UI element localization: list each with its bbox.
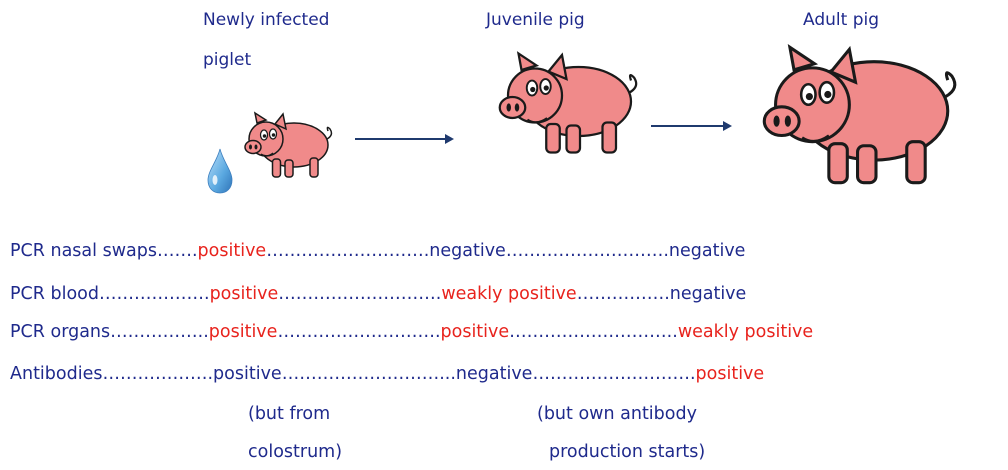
leader-dots: ……………. — [577, 284, 670, 304]
piglet-image — [235, 110, 335, 180]
result-adult: negative — [669, 241, 746, 261]
leader-dots: ……. — [157, 241, 198, 261]
stage-label-piglet-line1: Newly infected — [203, 9, 329, 31]
result-juvenile: positive — [441, 322, 510, 342]
result-piglet: positive — [213, 364, 282, 384]
adult-pig-image — [753, 40, 958, 190]
row-pcr-nasal-swaps: PCR nasal swaps…….positive……………………….nega… — [10, 239, 745, 263]
note-juvenile-line1: (but own antibody — [537, 402, 697, 426]
stage-label-piglet-line2: piglet — [203, 49, 251, 71]
note-juvenile-line2: production starts) — [549, 440, 705, 464]
leader-dots: ……………………….. — [509, 322, 678, 342]
row-antibodies: Antibodies……………….positive………………………...neg… — [10, 362, 764, 386]
stage-label-juvenile: Juvenile pig — [486, 9, 585, 31]
water-droplet-icon — [205, 147, 235, 195]
row-label: PCR nasal swaps — [10, 241, 157, 261]
juvenile-pig-image — [490, 48, 640, 158]
leader-dots: ………………………. — [266, 241, 429, 261]
result-piglet: positive — [210, 284, 279, 304]
leader-dots: …………….. — [110, 322, 209, 342]
result-piglet: positive — [209, 322, 278, 342]
row-label: PCR blood — [10, 284, 99, 304]
note-piglet-line1: (but from — [248, 402, 330, 426]
leader-dots: ………………. — [99, 284, 210, 304]
leader-dots: ………………………. — [506, 241, 669, 261]
result-juvenile: negative — [429, 241, 506, 261]
stage-label-adult: Adult pig — [803, 9, 879, 31]
result-juvenile: weakly positive — [441, 284, 576, 304]
row-label: Antibodies — [10, 364, 102, 384]
row-pcr-organs: PCR organs……………..positive……………………….posit… — [10, 320, 813, 344]
result-adult: weakly positive — [678, 322, 813, 342]
arrow-icon-1 — [355, 132, 455, 146]
leader-dots: ………………………. — [277, 322, 440, 342]
result-juvenile: negative — [456, 364, 533, 384]
arrow-icon-2 — [651, 119, 733, 133]
leader-dots: ………………………... — [282, 364, 456, 384]
row-pcr-blood: PCR blood……………….positive……………………….weakly… — [10, 282, 746, 306]
leader-dots: ………………. — [102, 364, 213, 384]
leader-dots: ………………………. — [278, 284, 441, 304]
result-adult: positive — [696, 364, 765, 384]
note-piglet-line2: colostrum) — [248, 440, 342, 464]
result-piglet: positive — [198, 241, 267, 261]
result-adult: negative — [670, 284, 747, 304]
row-label: PCR organs — [10, 322, 110, 342]
leader-dots: ………………………. — [532, 364, 695, 384]
